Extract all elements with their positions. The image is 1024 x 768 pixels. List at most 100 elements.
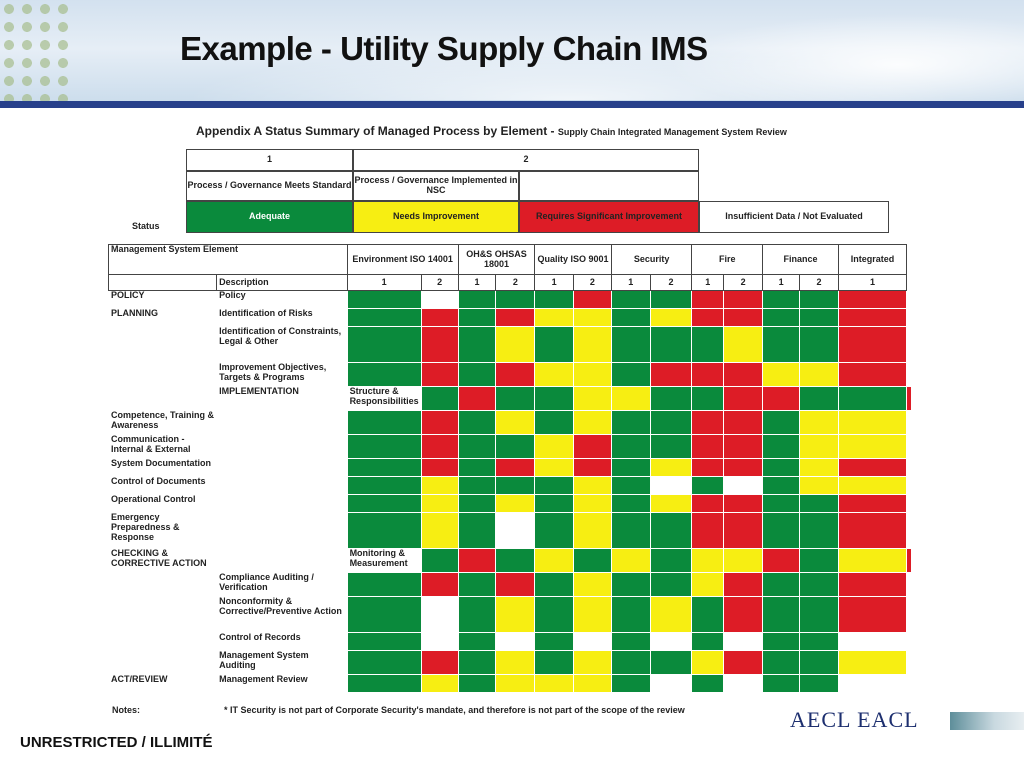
status-cell bbox=[723, 458, 764, 477]
status-cell bbox=[649, 308, 693, 327]
status-cell bbox=[799, 308, 839, 327]
status-cell bbox=[534, 410, 574, 435]
status-cell bbox=[799, 290, 839, 309]
status-cell bbox=[649, 290, 693, 309]
status-cell bbox=[534, 308, 574, 327]
description-cell: Monitoring & Measurement bbox=[346, 548, 422, 573]
status-cell bbox=[691, 650, 725, 675]
status-cell bbox=[495, 290, 536, 309]
status-cell bbox=[762, 434, 801, 459]
status-cell bbox=[649, 548, 693, 573]
status-cell bbox=[799, 674, 839, 693]
status-cell bbox=[346, 674, 422, 693]
status-cell bbox=[573, 548, 612, 573]
status-cell bbox=[457, 410, 497, 435]
status-cell bbox=[573, 308, 612, 327]
status-cell bbox=[691, 458, 725, 477]
status-cell bbox=[691, 326, 725, 363]
status-cell bbox=[346, 494, 422, 513]
status-cell bbox=[346, 410, 422, 435]
status-cell bbox=[762, 548, 801, 573]
status-cell bbox=[610, 386, 651, 411]
status-cell bbox=[573, 326, 612, 363]
legend-insufficient-data: Insufficient Data / Not Evaluated bbox=[699, 201, 889, 233]
status-cell bbox=[762, 362, 801, 387]
status-cell bbox=[457, 386, 497, 411]
status-cell bbox=[762, 674, 801, 693]
description-cell: Identification of Constraints, Legal & O… bbox=[216, 326, 348, 363]
status-cell bbox=[649, 632, 693, 651]
status-cell bbox=[762, 410, 801, 435]
status-cell bbox=[691, 434, 725, 459]
status-cell bbox=[906, 386, 912, 411]
status-cell bbox=[691, 674, 725, 693]
description-cell: Operational Control bbox=[107, 494, 218, 513]
status-cell bbox=[838, 494, 907, 513]
group-header: Environment ISO 14001 bbox=[346, 244, 459, 275]
status-cell bbox=[838, 386, 907, 411]
status-cell bbox=[691, 494, 725, 513]
status-cell bbox=[762, 290, 801, 309]
group-header: Finance bbox=[762, 244, 839, 275]
status-cell bbox=[723, 596, 764, 633]
status-cell bbox=[610, 674, 651, 693]
subcol-header: 1 bbox=[346, 274, 422, 291]
status-cell bbox=[762, 512, 801, 549]
status-cell bbox=[838, 410, 907, 435]
status-cell bbox=[495, 632, 536, 651]
header-divider bbox=[0, 101, 1024, 108]
status-cell bbox=[495, 308, 536, 327]
status-cell bbox=[610, 632, 651, 651]
legend-needs-improvement: Needs Improvement bbox=[353, 201, 519, 233]
status-cell bbox=[762, 326, 801, 363]
status-cell bbox=[346, 362, 422, 387]
status-cell bbox=[610, 572, 651, 597]
status-cell bbox=[762, 308, 801, 327]
status-cell bbox=[762, 494, 801, 513]
status-cell bbox=[691, 548, 725, 573]
status-cell bbox=[420, 572, 459, 597]
status-cell bbox=[762, 650, 801, 675]
status-cell bbox=[534, 548, 574, 573]
status-cell bbox=[799, 512, 839, 549]
status-cell bbox=[762, 596, 801, 633]
status-cell bbox=[691, 308, 725, 327]
status-cell bbox=[534, 458, 574, 477]
blank-header bbox=[107, 274, 218, 291]
status-cell bbox=[610, 548, 651, 573]
notes: Notes:* IT Security is not part of Corpo… bbox=[112, 705, 685, 715]
table-row: Control of Documents bbox=[107, 476, 912, 495]
status-cell bbox=[610, 308, 651, 327]
status-table: Management System Element Environment IS… bbox=[107, 244, 912, 693]
legend-col2-number: 2 bbox=[353, 149, 699, 171]
status-cell bbox=[838, 548, 907, 573]
subcol-header: 1 bbox=[691, 274, 725, 291]
status-cell bbox=[838, 632, 907, 651]
status-cell bbox=[723, 674, 764, 693]
table-row: Emergency Preparedness & Response bbox=[107, 512, 912, 549]
status-cell bbox=[457, 572, 497, 597]
description-cell: Control of Records bbox=[216, 632, 348, 651]
status-cell bbox=[495, 674, 536, 693]
appendix-title: Appendix A Status Summary of Managed Pro… bbox=[196, 124, 787, 138]
description-cell: Compliance Auditing / Verification bbox=[216, 572, 348, 597]
status-cell bbox=[799, 596, 839, 633]
category-cell: POLICY bbox=[107, 290, 218, 309]
status-cell bbox=[610, 410, 651, 435]
group-header: Fire bbox=[691, 244, 764, 275]
status-cell bbox=[649, 494, 693, 513]
status-cell bbox=[573, 476, 612, 495]
status-cell bbox=[420, 362, 459, 387]
status-cell bbox=[691, 410, 725, 435]
logo-decoration-bar bbox=[950, 712, 1024, 730]
group-header: Quality ISO 9001 bbox=[534, 244, 612, 275]
category-cell: PLANNING bbox=[107, 308, 218, 411]
status-cell bbox=[457, 308, 497, 327]
status-cell bbox=[573, 434, 612, 459]
status-cell bbox=[573, 494, 612, 513]
status-cell bbox=[457, 512, 497, 549]
status-cell bbox=[610, 494, 651, 513]
table-subcol-header-row: Description 1 2 1 2 1 2 1 2 1 2 1 2 1 bbox=[107, 274, 912, 291]
